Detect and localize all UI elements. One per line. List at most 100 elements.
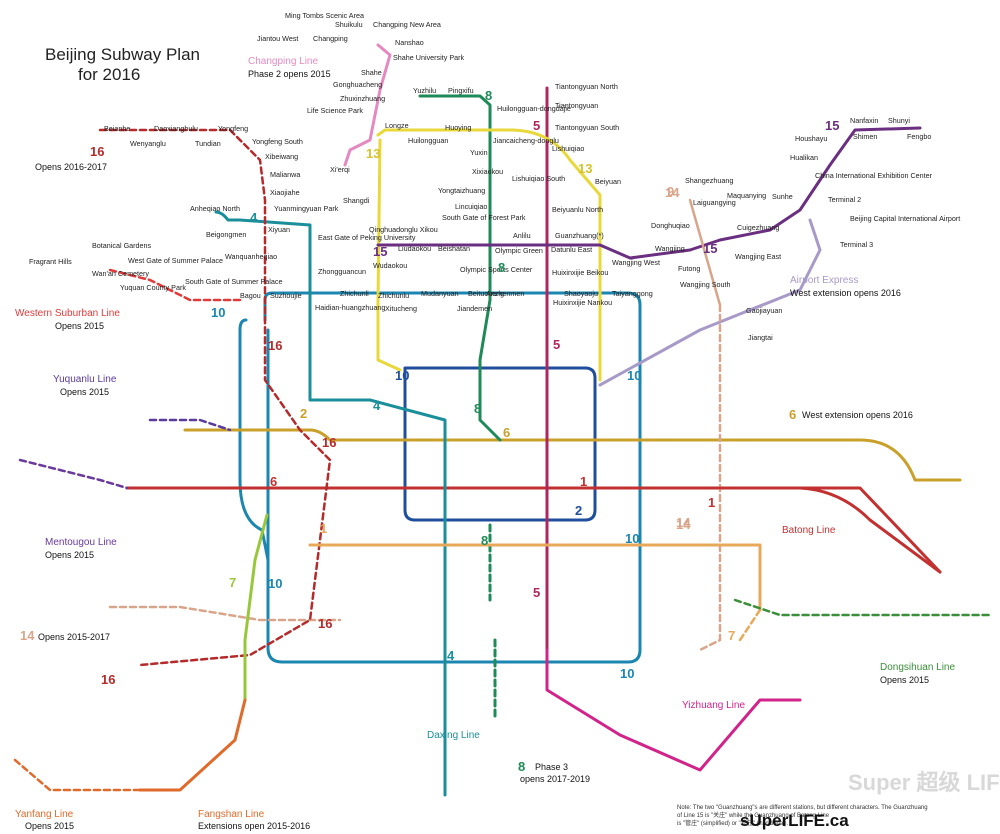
station-label: Olympic Green <box>495 246 543 255</box>
station-label: Nanfaxin <box>850 116 878 125</box>
station-label: Tiantongyuan North <box>555 82 618 91</box>
station-label: Yongfeng <box>218 124 248 133</box>
brand-logo: Super 超级 LIFE <box>848 770 1000 795</box>
line-number-label: 14 <box>676 517 691 532</box>
batong-line-name: Batong Line <box>782 525 836 536</box>
l16-note: Opens 2016-2017 <box>35 162 107 172</box>
station-label: Life Science Park <box>307 106 363 115</box>
line-7-ext <box>738 608 762 642</box>
station-label: Houshayu <box>795 134 827 143</box>
dongsihuan-note: Opens 2015 <box>880 675 929 685</box>
station-label: Shunyi <box>888 116 910 125</box>
station-label: Beijing Capital International Airport <box>850 214 960 223</box>
line-10-ring <box>263 291 642 664</box>
line-number-label: 7 <box>229 575 236 590</box>
station-label: Xiyuan <box>268 225 290 234</box>
station-label: Xi'erqi <box>330 165 350 174</box>
station-label: Lishuiqiao <box>552 144 584 153</box>
station-label: Suzhoujie <box>270 291 302 300</box>
station-label: Shahe University Park <box>393 53 465 62</box>
line-number-label: 6 <box>270 474 277 489</box>
station-label: Zhuxinzhuang <box>340 94 385 103</box>
line-number-label: 13 <box>366 146 380 161</box>
station-label: Huixinxijie Beikou <box>552 268 608 277</box>
dongsihuan-line-name: Dongsihuan Line <box>880 662 955 673</box>
station-label: Maquanying <box>727 191 766 200</box>
station-label: Shimen <box>853 132 877 141</box>
yuquanlu-line-name: Yuquanlu Line <box>53 374 117 385</box>
station-label: South Gate of Forest Park <box>442 213 526 222</box>
station-label: Jiantou West <box>257 34 298 43</box>
station-label: Wangjing East <box>735 252 781 261</box>
station-label: Taiyanggong <box>612 289 653 298</box>
airport-express-note: West extension opens 2016 <box>790 288 901 298</box>
station-label: Fragrant Hills <box>29 257 72 266</box>
line-number-label: 7 <box>728 628 735 643</box>
station-label: Xitucheng <box>385 304 417 313</box>
line-changping <box>343 43 392 167</box>
station-label: Sunhe <box>772 192 793 201</box>
changping-line-name: Changping Line <box>248 56 318 67</box>
station-label: Yuzhilu <box>413 86 436 95</box>
line-western-suburban <box>108 268 242 302</box>
western-suburban-note: Opens 2015 <box>55 321 104 331</box>
station-label: Anlilu <box>513 231 531 240</box>
line6-note: West extension opens 2016 <box>802 410 913 420</box>
line-number-label: 4 <box>373 398 381 413</box>
station-label: East Gate of Peking University <box>318 233 416 242</box>
station-label: Huoying <box>445 123 471 132</box>
footnote: Note: The two "Guanzhuang"s are differen… <box>677 770 1000 830</box>
station-label: South Gate of Summer Palace <box>185 277 282 286</box>
station-label: Wenyanglu <box>130 139 166 148</box>
phase3-note: Phase 3 <box>535 762 568 772</box>
changping-note: Phase 2 opens 2015 <box>248 69 331 79</box>
line-number-label: 10 <box>268 576 282 591</box>
line-6 <box>263 428 962 482</box>
station-labels: Ming Tombs Scenic Area Shuikulu Changpin… <box>29 11 960 342</box>
station-label: Shuikulu <box>335 20 363 29</box>
station-label: Gonghuacheng <box>333 80 382 89</box>
station-label: Tiantongyuan South <box>555 123 619 132</box>
station-label: Guanzhuang(*) <box>555 231 604 240</box>
station-label: Lishuiqiao South <box>512 174 565 183</box>
station-label: Jiancaicheng-donglu <box>493 136 559 145</box>
station-label: Jiangtai <box>748 333 773 342</box>
station-label: Beiyuanlu North <box>552 205 603 214</box>
station-label: Changping <box>313 34 348 43</box>
western-suburban-name: Western Suburban Line <box>15 308 120 319</box>
line-number-label: 13 <box>578 161 592 176</box>
line-14-east-north <box>688 198 722 307</box>
mentougou-note: Opens 2015 <box>45 550 94 560</box>
phase3-opens-note: opens 2017-2019 <box>520 774 590 784</box>
station-label: Donghuqiao <box>651 221 690 230</box>
line-number-label: 16 <box>90 144 104 159</box>
line-yuquanlu <box>148 418 232 432</box>
station-label: Shaoyaoju <box>564 289 598 298</box>
line-number-label: 14 <box>676 515 691 530</box>
fangshan-note: Extensions open 2015-2016 <box>198 821 310 831</box>
line-7 <box>308 543 762 612</box>
station-label: Beitucheng <box>468 289 504 298</box>
station-label: Cuigezhuang <box>737 223 779 232</box>
line-number-label: 4 <box>447 648 455 663</box>
station-label: Huilongguan-dongdajie <box>497 104 571 113</box>
station-label: Olympic Sports Center <box>460 265 533 274</box>
line-number-label: 16 <box>318 616 332 631</box>
station-label: Wangjing South <box>680 280 730 289</box>
station-label: Bagou <box>240 291 261 300</box>
station-label: Anzhenmen <box>486 289 524 298</box>
line-fangshan <box>138 698 247 792</box>
line-number-label: 16 <box>101 672 115 687</box>
fangshan-line-name: Fangshan Line <box>198 809 265 820</box>
yizhuang-line-name: Yizhuang Line <box>682 700 745 711</box>
line-number-label: 8 <box>481 533 488 548</box>
line-4 <box>214 210 447 797</box>
line-8 <box>418 94 502 442</box>
line-number-label: 14 <box>20 628 35 643</box>
station-label: China International Exhibition Center <box>815 171 933 180</box>
station-label: Fengbo <box>907 132 931 141</box>
yuquanlu-note: Opens 2015 <box>60 387 109 397</box>
station-label: Beigongmen <box>206 230 246 239</box>
yanfang-note: Opens 2015 <box>25 821 74 831</box>
